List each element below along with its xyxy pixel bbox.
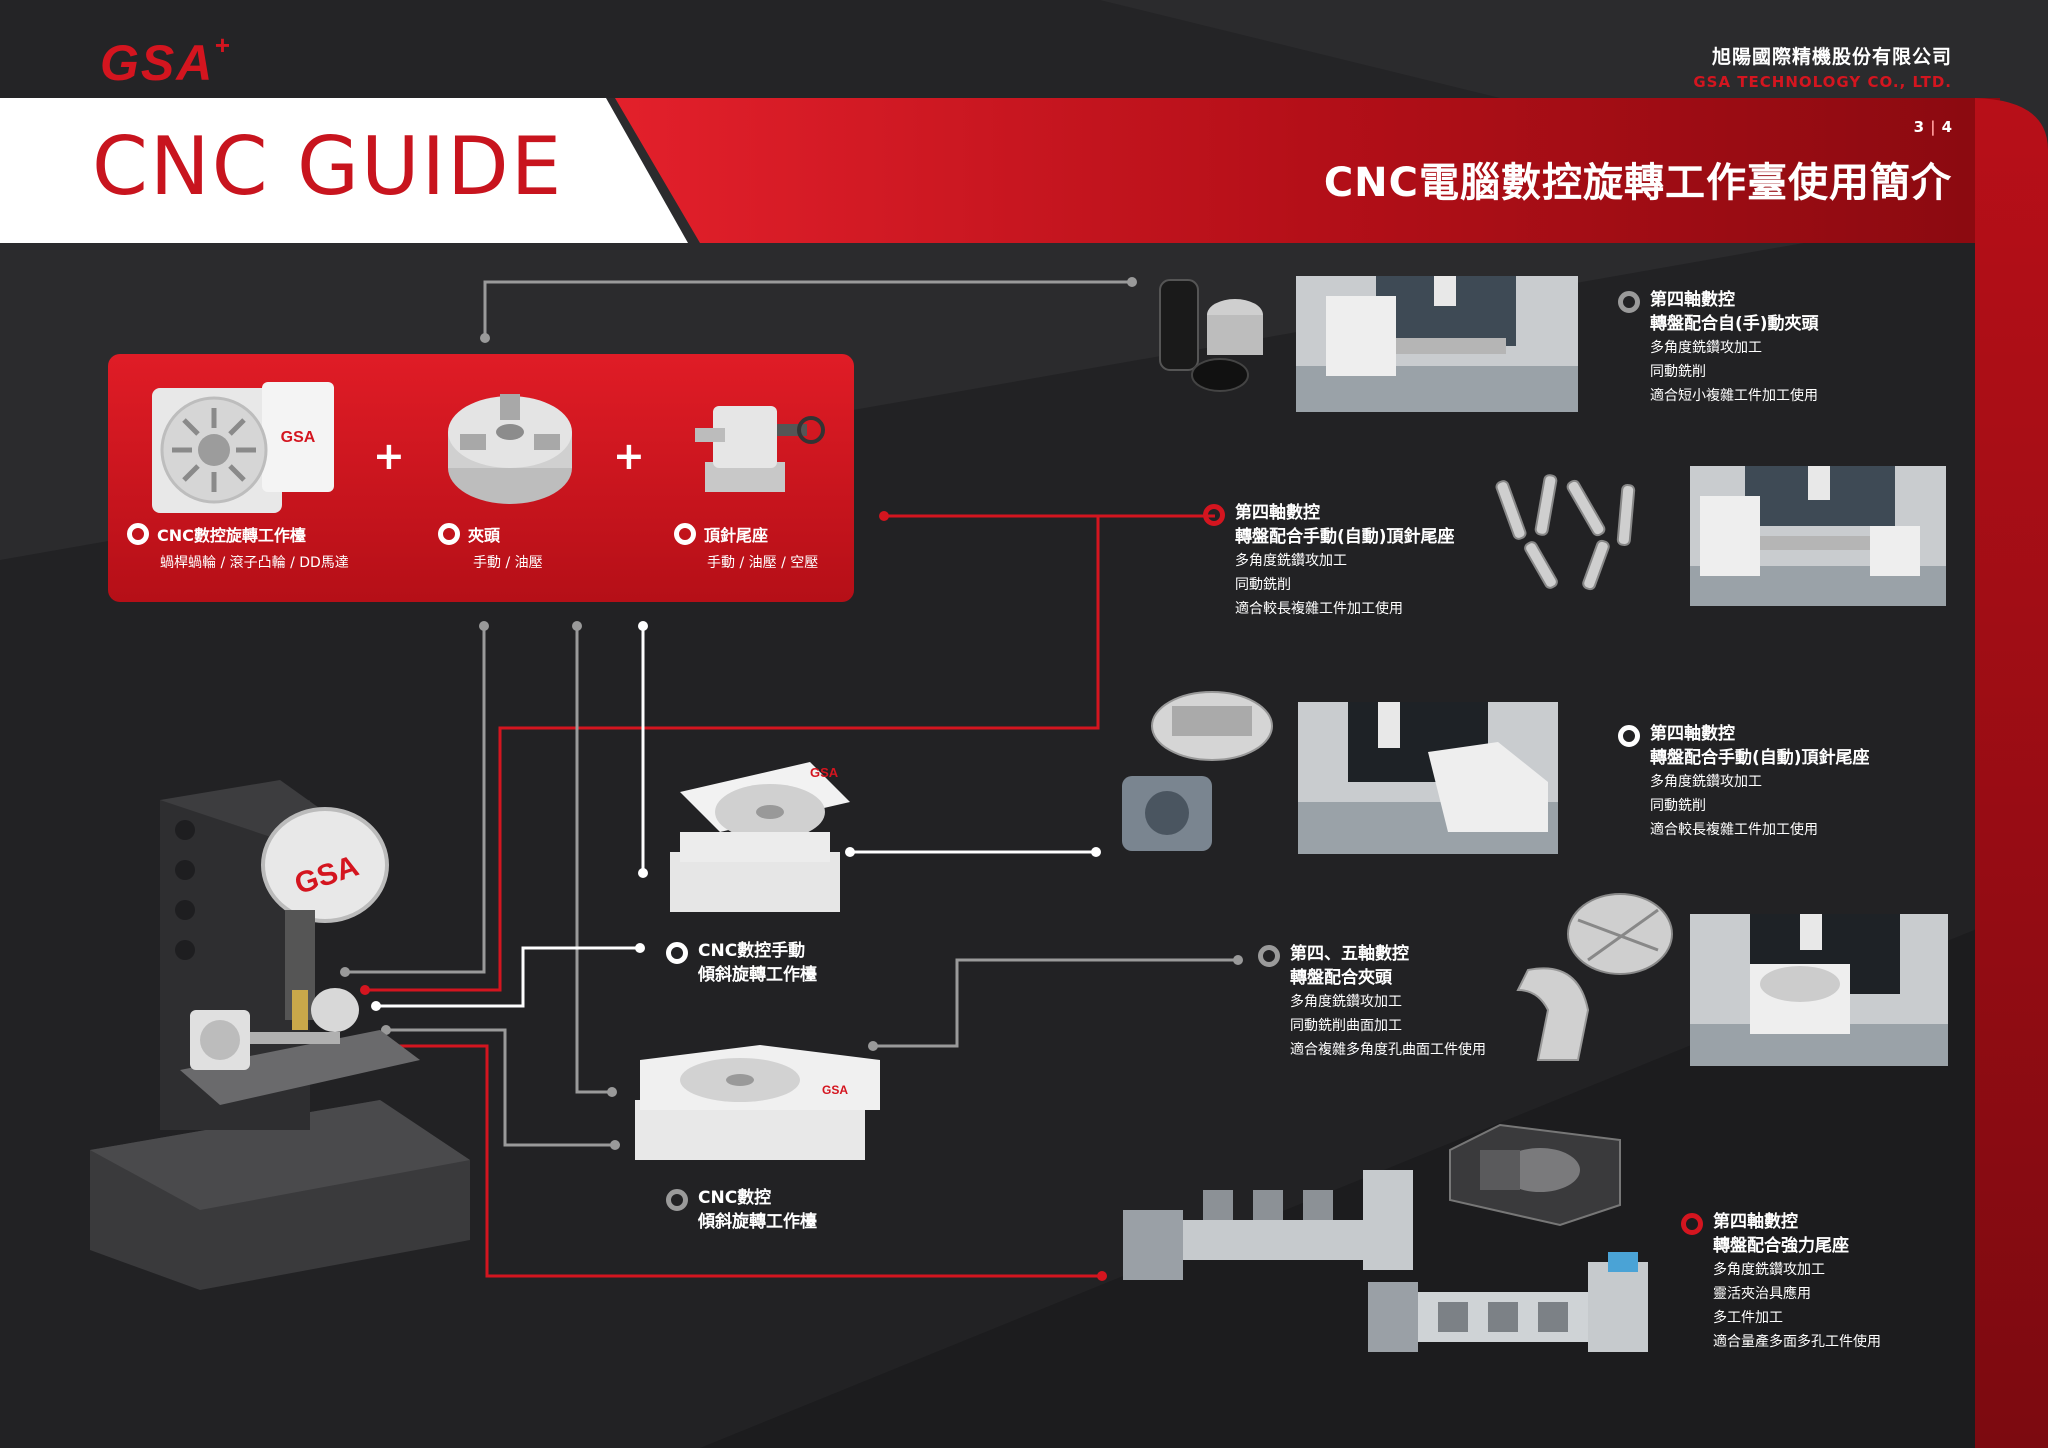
cnc-machine-image: GSA xyxy=(90,780,470,1290)
bullet-icon xyxy=(1681,1213,1703,1235)
bullet-icon xyxy=(1618,291,1640,313)
app5-workpiece-image xyxy=(1449,1123,1621,1227)
app5-description: 第四軸數控 轉盤配合強力尾座 多角度銑鑽攻加工 靈活夾治具應用 多工件加工 適合… xyxy=(1681,1210,1881,1354)
page-number: 3|4 xyxy=(1913,118,1952,136)
app3-description: 第四軸數控 轉盤配合手動(自動)頂針尾座 多角度銑鑽攻加工 同動銑削 適合較長複… xyxy=(1618,722,1870,842)
bullet-icon xyxy=(1618,725,1640,747)
bullet-icon xyxy=(666,1189,688,1211)
bullet-icon xyxy=(1203,504,1225,526)
tilt-table-manual-label: CNC數控手動傾斜旋轉工作檯 xyxy=(666,939,817,987)
plus-sign-1: + xyxy=(373,434,405,478)
tailstock-image xyxy=(695,406,825,492)
svg-text:GSA: GSA xyxy=(281,429,316,446)
chuck-label: 夾頭 xyxy=(438,522,500,546)
company-name-en: GSA TECHNOLOGY CO., LTD. xyxy=(1693,73,1952,91)
svg-text:GSA: GSA xyxy=(822,1083,848,1097)
tailstock-label: 頂針尾座 xyxy=(674,522,768,546)
brand-logo: GSA+ xyxy=(100,30,232,91)
chuck-image xyxy=(448,394,572,504)
bullet-icon xyxy=(1258,945,1280,967)
company-name-zh: 旭陽國際精機股份有限公司 xyxy=(1711,46,1952,68)
company-name: 旭陽國際精機股份有限公司 GSA TECHNOLOGY CO., LTD. xyxy=(1693,42,1952,91)
rotary-table-sub: 蝸桿蝸輪 / 滾子凸輪 / DD馬達 xyxy=(160,555,349,571)
page-title: CNC電腦數控旋轉工作臺使用簡介 xyxy=(1323,160,1952,206)
app3-machine-image xyxy=(1298,702,1558,854)
plus-sign-2: + xyxy=(613,434,645,478)
tilt-table-cnc-image: GSA xyxy=(635,1045,880,1160)
rotary-table-image: GSA xyxy=(152,382,334,513)
app5-fixture2-image xyxy=(1368,1252,1648,1352)
app1-machine-image xyxy=(1296,276,1578,412)
app3-workpiece-image xyxy=(1122,691,1273,851)
svg-text:GSA: GSA xyxy=(810,765,839,780)
tailstock-sub: 手動 / 油壓 / 空壓 xyxy=(707,555,819,571)
app1-workpiece-image xyxy=(1159,279,1263,392)
bullet-icon xyxy=(666,942,688,964)
app1-description: 第四軸數控 轉盤配合自(手)動夾頭 多角度銑鑽攻加工 同動銑削 適合短小複雜工件… xyxy=(1618,288,1819,408)
chuck-sub: 手動 / 油壓 xyxy=(473,555,543,571)
bullet-icon xyxy=(127,523,149,545)
app2-description: 第四軸數控 轉盤配合手動(自動)頂針尾座 多角度銑鑽攻加工 同動銑削 適合較長複… xyxy=(1203,501,1455,621)
app4-description: 第四、五軸數控 轉盤配合夾頭 多角度銑鑽攻加工 同動銑削曲面加工 適合複雜多角度… xyxy=(1258,942,1486,1062)
app2-machine-image xyxy=(1690,466,1946,606)
bullet-icon xyxy=(438,523,460,545)
tilt-table-manual-image: GSA xyxy=(670,762,850,912)
app2-workpiece-image xyxy=(1495,474,1636,591)
app4-machine-image xyxy=(1690,914,1948,1066)
app5-fixture-image xyxy=(1123,1170,1413,1280)
guide-title: CNC GUIDE xyxy=(92,120,564,213)
app4-workpiece-image xyxy=(1516,893,1673,1061)
rotary-table-label: CNC數控旋轉工作檯 xyxy=(127,522,306,546)
bullet-icon xyxy=(674,523,696,545)
tilt-table-cnc-label: CNC數控傾斜旋轉工作檯 xyxy=(666,1186,817,1234)
